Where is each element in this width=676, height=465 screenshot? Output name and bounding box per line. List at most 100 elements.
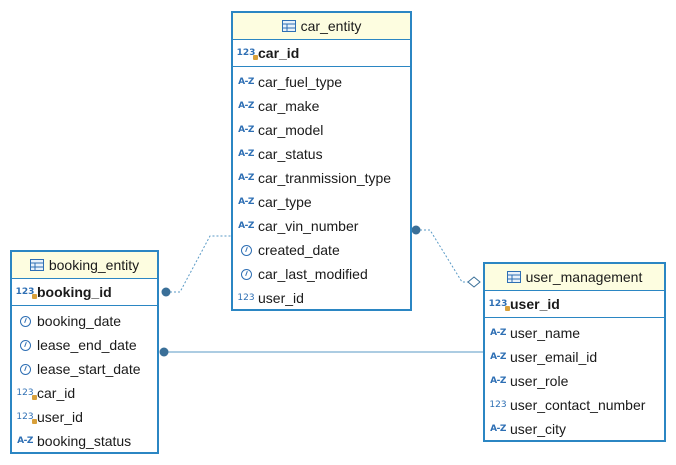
column-type-icon: 123 bbox=[489, 400, 507, 410]
primary-key-row[interactable]: 123 user_id bbox=[485, 291, 664, 318]
text-type-icon: A-Z bbox=[490, 424, 506, 434]
primary-key-name: user_id bbox=[510, 296, 560, 312]
column-type-icon: A-Z bbox=[489, 376, 507, 386]
column-name: user_city bbox=[510, 421, 567, 437]
number-key-icon: 123 bbox=[16, 287, 38, 299]
number-key-icon: 123 bbox=[16, 388, 37, 400]
column-type-icon: A-Z bbox=[489, 328, 507, 338]
table-icon bbox=[281, 20, 296, 32]
column-row[interactable]: lease_end_date bbox=[12, 333, 157, 357]
clock-icon bbox=[240, 268, 252, 280]
column-row[interactable]: created_date bbox=[233, 238, 410, 262]
relationship-booking-car bbox=[166, 235, 232, 293]
clock-icon bbox=[19, 363, 31, 375]
number-key-icon: 123 bbox=[16, 412, 37, 424]
primary-key-icon: 123 bbox=[16, 287, 38, 299]
column-type-icon: 123 bbox=[16, 388, 37, 400]
primary-key-row[interactable]: 123 car_id bbox=[233, 40, 410, 67]
text-type-icon: A-Z bbox=[238, 221, 254, 231]
entity-header: car_entity bbox=[233, 13, 410, 40]
text-type-icon: A-Z bbox=[490, 328, 506, 338]
column-type-icon: A-Z bbox=[489, 352, 507, 362]
column-name: car_tranmission_type bbox=[258, 170, 392, 186]
column-type-icon: 123 bbox=[16, 412, 37, 424]
primary-key-icon: 123 bbox=[489, 299, 511, 311]
primary-key-icon: 123 bbox=[237, 48, 259, 60]
table-icon bbox=[29, 259, 44, 271]
entity-title: user_management bbox=[525, 269, 643, 285]
text-type-icon: A-Z bbox=[238, 125, 254, 135]
text-type-icon: A-Z bbox=[17, 436, 33, 446]
relationship-car-user bbox=[416, 229, 470, 283]
column-name: car_last_modified bbox=[258, 266, 368, 282]
column-row[interactable]: A-Z car_type bbox=[233, 190, 410, 214]
column-type-icon: A-Z bbox=[237, 173, 255, 183]
entity-header: user_management bbox=[485, 264, 664, 291]
text-type-icon: A-Z bbox=[238, 173, 254, 183]
column-row[interactable]: A-Z user_role bbox=[485, 369, 664, 393]
column-name: booking_status bbox=[37, 433, 132, 449]
clock-icon bbox=[240, 244, 252, 256]
column-list: booking_date lease_end_date lease_start_da… bbox=[12, 306, 157, 453]
column-row[interactable]: A-Z booking_status bbox=[12, 429, 157, 453]
column-name: user_id bbox=[37, 409, 83, 425]
entity-title: car_entity bbox=[300, 18, 362, 34]
column-row[interactable]: booking_date bbox=[12, 309, 157, 333]
relationship-endpoint-dot bbox=[411, 225, 421, 235]
column-name: car_make bbox=[258, 98, 320, 114]
text-type-icon: A-Z bbox=[238, 197, 254, 207]
column-type-icon bbox=[237, 268, 255, 280]
column-name: user_role bbox=[510, 373, 569, 389]
text-type-icon: A-Z bbox=[490, 376, 506, 386]
column-type-icon bbox=[237, 244, 255, 256]
column-row[interactable]: lease_start_date bbox=[12, 357, 157, 381]
text-type-icon: A-Z bbox=[238, 101, 254, 111]
column-name: car_id bbox=[37, 385, 76, 401]
column-type-icon: A-Z bbox=[237, 101, 255, 111]
number-type-icon: 123 bbox=[489, 400, 507, 410]
number-key-icon: 123 bbox=[237, 48, 259, 60]
number-key-icon: 123 bbox=[489, 299, 511, 311]
column-type-icon: A-Z bbox=[237, 77, 255, 87]
column-name: lease_start_date bbox=[37, 361, 141, 377]
column-type-icon: A-Z bbox=[16, 436, 34, 446]
column-name: car_fuel_type bbox=[258, 74, 343, 90]
entity-user-management[interactable]: user_management 123 user_id A-Z user_name… bbox=[483, 262, 666, 442]
column-type-icon: 123 bbox=[237, 293, 255, 303]
clock-icon bbox=[19, 339, 31, 351]
column-type-icon bbox=[16, 363, 34, 375]
column-row[interactable]: A-Z user_name bbox=[485, 321, 664, 345]
entity-booking-entity[interactable]: booking_entity 123 booking_id booking_da… bbox=[10, 250, 159, 454]
column-type-icon bbox=[16, 315, 34, 327]
column-name: car_type bbox=[258, 194, 312, 210]
column-row[interactable]: A-Z car_vin_number bbox=[233, 214, 410, 238]
column-name: car_vin_number bbox=[258, 218, 359, 234]
number-type-icon: 123 bbox=[237, 293, 255, 303]
column-name: booking_date bbox=[37, 313, 122, 329]
text-type-icon: A-Z bbox=[238, 149, 254, 159]
entity-header: booking_entity bbox=[12, 252, 157, 279]
column-row[interactable]: A-Z car_tranmission_type bbox=[233, 166, 410, 190]
column-row[interactable]: A-Z user_city bbox=[485, 417, 664, 441]
column-row[interactable]: A-Z car_make bbox=[233, 94, 410, 118]
primary-key-name: car_id bbox=[258, 45, 300, 61]
column-name: user_name bbox=[510, 325, 581, 341]
primary-key-row[interactable]: 123 booking_id bbox=[12, 279, 157, 306]
column-name: created_date bbox=[258, 242, 340, 258]
column-row[interactable]: car_last_modified bbox=[233, 262, 410, 286]
column-name: user_contact_number bbox=[510, 397, 646, 413]
text-type-icon: A-Z bbox=[490, 352, 506, 362]
column-name: lease_end_date bbox=[37, 337, 137, 353]
relationship-endpoint-dot bbox=[161, 287, 171, 297]
